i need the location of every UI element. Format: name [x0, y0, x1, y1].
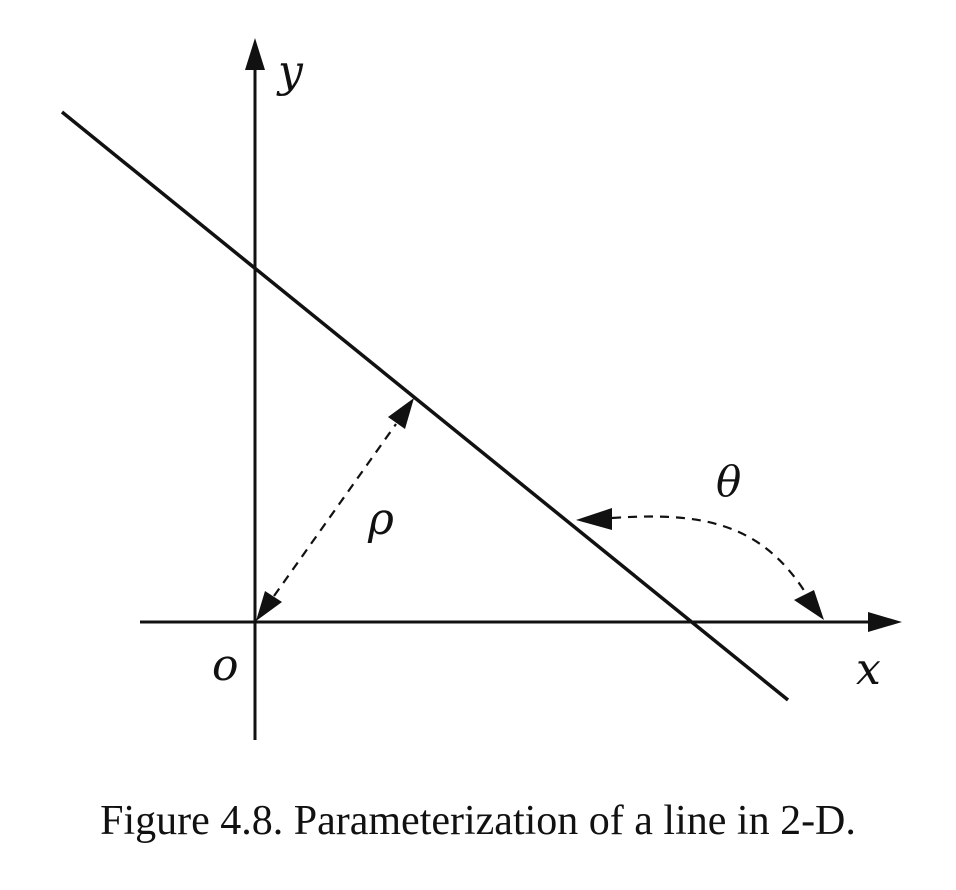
theta-label: θ	[716, 457, 741, 506]
y-axis-label: y	[276, 46, 304, 97]
theta-arrowhead-line	[576, 508, 612, 530]
x-axis-arrowhead	[868, 612, 902, 632]
origin-label: o	[212, 640, 239, 691]
theta-arrowhead-axis	[794, 590, 824, 620]
figure-caption: Figure 4.8. Parameterization of a line i…	[100, 798, 856, 844]
y-axis-arrowhead	[245, 38, 265, 70]
rho-arrowhead-line	[388, 398, 414, 429]
x-axis	[140, 612, 902, 632]
rho-normal-segment	[256, 398, 414, 621]
rho-arrowhead-origin	[256, 591, 282, 621]
y-axis	[245, 38, 265, 740]
x-axis-label: x	[856, 644, 881, 695]
parameterized-line	[60, 110, 790, 702]
theta-angle-arc	[576, 508, 824, 620]
rho-label: ρ	[367, 494, 394, 545]
